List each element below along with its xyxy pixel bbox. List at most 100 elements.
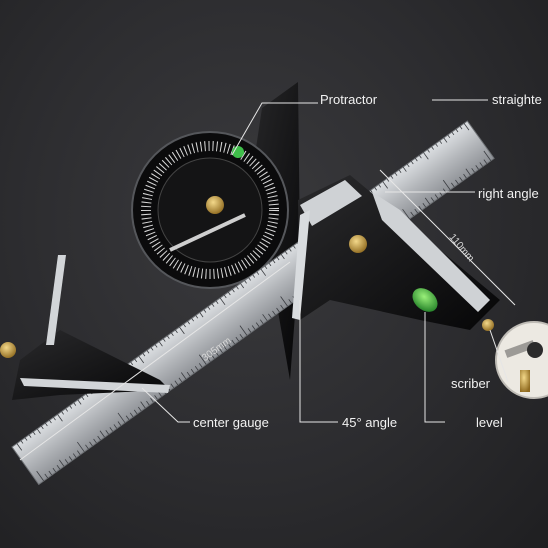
rule-tick [16,443,23,451]
rule-tick [406,163,410,168]
rule-tick [81,396,85,401]
rule-tick [77,399,82,405]
rule-tick [475,165,479,170]
rule-tick [138,355,145,364]
angle-45-face [292,210,310,320]
rule-tick [130,361,134,366]
rule-tick [162,338,166,342]
rule-tick [435,143,438,147]
rule-tick [402,166,407,172]
rule-tick [195,315,199,319]
rule-tick [171,332,174,336]
rule-tick [28,434,32,438]
rule-tick [207,357,211,362]
rule-tick [150,398,154,403]
rule-tick [447,134,451,139]
rule-tick [268,313,272,319]
rule-tick [402,208,410,220]
rule-tick [77,441,85,453]
rule-tick [190,368,195,374]
rule-tick [142,353,146,357]
rule-tick [280,296,288,307]
rule-tick [272,310,276,316]
rule-tick [85,444,89,450]
rule-tick [479,162,484,167]
rule-tick [427,149,430,153]
square-head [292,175,500,331]
rule-tick [125,415,130,421]
rule-tick [69,405,73,409]
rule-tick [40,425,44,430]
rule-tick [288,299,292,304]
rule-tick [113,424,118,429]
rule-tick [223,294,227,299]
rule-tick [77,450,81,455]
rule-tick [65,408,69,412]
rule-tick [174,380,179,386]
rule-tick [410,211,414,217]
angle-45-leader [299,300,338,423]
rule-tick [150,347,154,351]
rule-tick [175,329,178,334]
rule-tick [53,417,56,421]
rule-tick [44,473,49,479]
center-gauge-blade-lower [20,378,170,393]
rule-tick [483,159,488,164]
level-leader [424,312,445,423]
rule-tick [439,140,443,144]
rule-tick [49,419,52,424]
rule-tick [483,150,492,161]
rule-tick [227,342,231,348]
square-lock-nut [349,235,367,253]
scriber-inset [495,321,548,399]
rule-tick [264,265,268,270]
straightedge-label: straighte [492,92,542,107]
rule-tick [235,336,240,342]
rule-tick [117,412,126,423]
rule-tick [198,354,207,365]
rule-tick [183,323,186,328]
rule-tick [36,470,44,482]
rule-tick [187,321,190,325]
rule-tick [268,262,272,267]
rule-tick [455,128,459,133]
rule-tick [293,245,296,249]
rule-tick [89,441,93,447]
rule-tick [471,168,475,173]
rule-tick [194,366,199,371]
rule-tick [251,325,256,330]
rule-tick [57,414,63,422]
rule-tick [72,453,77,458]
rule-tick [236,286,239,290]
rule-tick [207,306,211,310]
rule-tick [378,184,382,188]
rule-tick [64,459,69,464]
rule-tick [451,182,455,188]
level-label: level [476,415,503,430]
rule-tick [272,259,276,264]
rule-tick [186,371,191,377]
rule-tick [215,351,219,356]
rule-tick [463,173,467,179]
protractor-lock-nut [206,196,224,214]
rule-tick [170,383,175,389]
rule-tick [418,205,423,211]
rule-tick [154,344,158,348]
rule-tick [434,194,439,199]
rule-tick [85,393,89,398]
rule-tick [424,197,431,205]
rule-tick [227,291,231,296]
rule-tick [465,168,471,176]
rule-tick [284,251,288,255]
rule-tick [386,178,390,182]
rule-tick [443,137,448,143]
height-dimension-line [379,169,516,306]
rule-tick [459,176,463,182]
rule-tick [240,283,245,289]
rule-tick [459,126,463,130]
rule-tick [442,179,451,191]
rule-tick [276,307,280,313]
rule-tick [158,341,163,347]
